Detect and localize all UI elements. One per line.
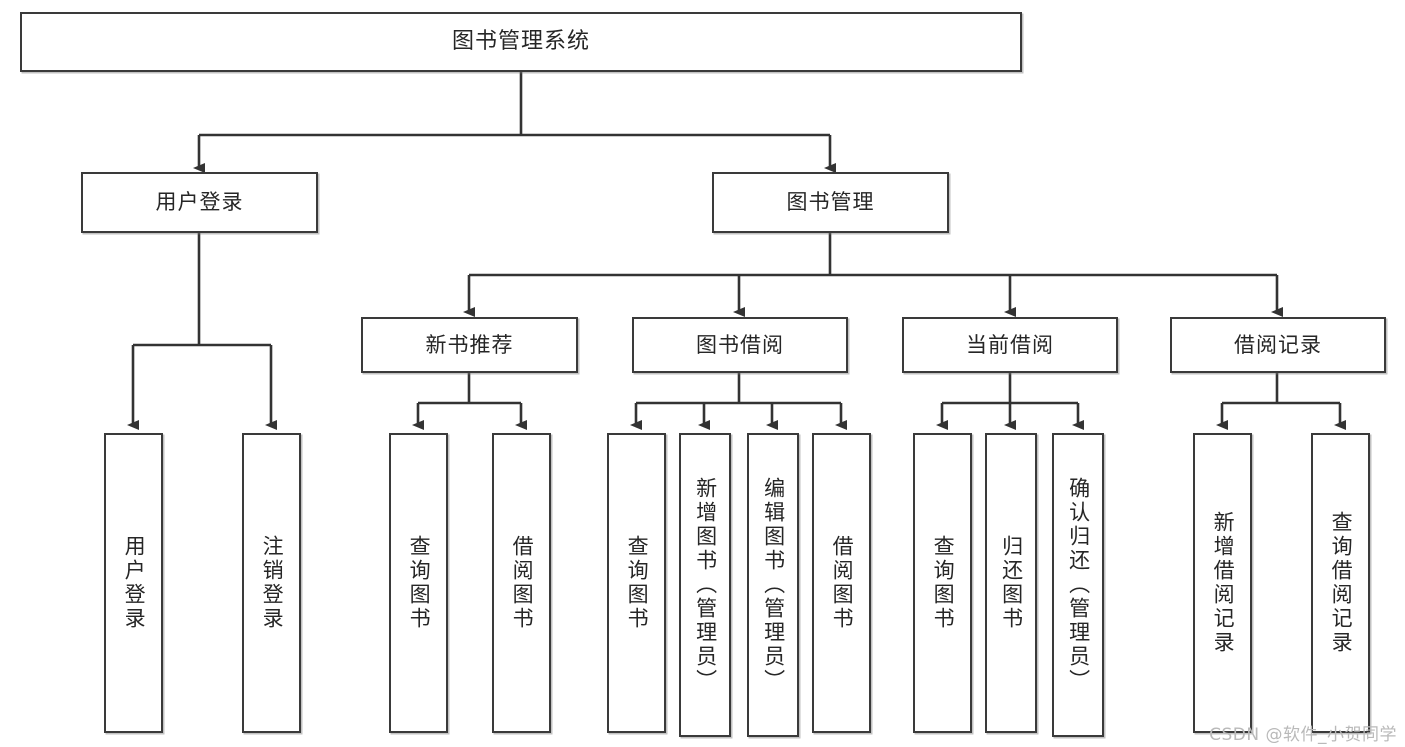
leaf-label: 新增图书（管理员） [693, 477, 718, 693]
node-book-management[interactable]: 图书管理 [712, 172, 949, 233]
node-book-borrow[interactable]: 图书借阅 [632, 317, 848, 373]
node-current-borrow-label: 当前借阅 [966, 332, 1054, 357]
leaf-label: 查询图书 [931, 535, 956, 631]
leaf-label: 借阅图书 [830, 535, 855, 631]
leaf-label: 编辑图书（管理员） [761, 477, 786, 693]
leaf-new-book-query[interactable]: 查询图书 [389, 433, 448, 733]
leaf-book-borrow-edit[interactable]: 编辑图书（管理员） [747, 433, 799, 737]
leaf-label: 查询图书 [407, 535, 432, 631]
node-current-borrow[interactable]: 当前借阅 [902, 317, 1118, 373]
node-book-management-label: 图书管理 [786, 190, 875, 215]
leaf-current-borrow-confirm[interactable]: 确认归还（管理员） [1052, 433, 1104, 737]
watermark: CSDN @软件_小贺同学 [1209, 725, 1397, 745]
leaf-user-login-login[interactable]: 用户登录 [104, 433, 163, 733]
leaf-label: 查询借阅记录 [1329, 511, 1354, 655]
node-new-book-recommend[interactable]: 新书推荐 [361, 317, 578, 373]
leaf-new-book-borrow[interactable]: 借阅图书 [492, 433, 551, 733]
leaf-label: 新增借阅记录 [1211, 511, 1236, 655]
leaf-label: 查询图书 [625, 535, 650, 631]
leaf-book-borrow-query[interactable]: 查询图书 [607, 433, 666, 733]
leaf-current-borrow-query[interactable]: 查询图书 [913, 433, 972, 733]
node-root[interactable]: 图书管理系统 [20, 12, 1022, 72]
leaf-label: 确认归还（管理员） [1066, 477, 1091, 693]
leaf-borrow-record-add[interactable]: 新增借阅记录 [1193, 433, 1252, 733]
node-user-login-label: 用户登录 [155, 190, 244, 215]
node-user-login[interactable]: 用户登录 [81, 172, 318, 233]
leaf-label: 借阅图书 [510, 535, 535, 631]
leaf-borrow-record-query[interactable]: 查询借阅记录 [1311, 433, 1370, 733]
node-book-borrow-label: 图书借阅 [696, 332, 784, 357]
leaf-label: 归还图书 [999, 535, 1024, 631]
node-new-book-recommend-label: 新书推荐 [425, 332, 514, 357]
node-borrow-record-label: 借阅记录 [1234, 332, 1322, 357]
leaf-label: 注销登录 [260, 535, 285, 631]
leaf-current-borrow-return[interactable]: 归还图书 [985, 433, 1037, 733]
leaf-label: 用户登录 [122, 535, 147, 631]
node-borrow-record[interactable]: 借阅记录 [1170, 317, 1386, 373]
leaf-user-login-logout[interactable]: 注销登录 [242, 433, 301, 733]
node-root-label: 图书管理系统 [451, 29, 590, 55]
leaf-book-borrow-add[interactable]: 新增图书（管理员） [679, 433, 731, 737]
leaf-book-borrow-borrow[interactable]: 借阅图书 [812, 433, 871, 733]
